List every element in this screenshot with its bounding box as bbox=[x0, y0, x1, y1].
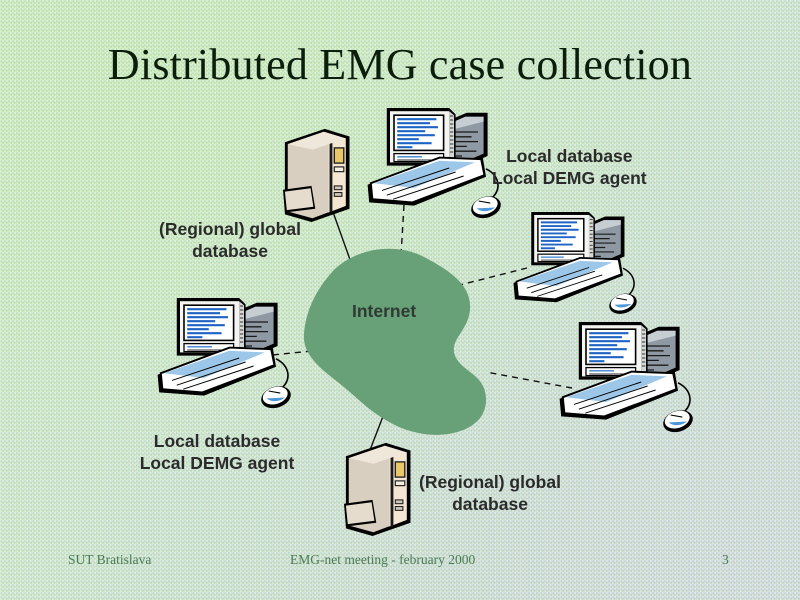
label-local-db-top-right: Local database Local DEMG agent bbox=[492, 145, 647, 189]
label-regional-global-left: (Regional) global database bbox=[140, 218, 320, 262]
slide-title: Distributed EMG case collection bbox=[107, 40, 693, 89]
label-line-1: (Regional) global bbox=[419, 472, 561, 492]
connector-workstation-bottom-right bbox=[485, 371, 573, 389]
node-workstation-top-right bbox=[366, 106, 505, 223]
node-workstation-bottom-right bbox=[558, 320, 697, 437]
node-server-tower-top bbox=[282, 128, 351, 223]
label-line-2: database bbox=[192, 241, 268, 261]
label-line-2: database bbox=[452, 494, 528, 514]
label-local-db-bottom-left: Local database Local DEMG agent bbox=[122, 430, 312, 474]
label-line-1: (Regional) global bbox=[159, 219, 301, 239]
footer-center-text: EMG-net meeting - february 2000 bbox=[290, 552, 476, 567]
internet-cloud-shape bbox=[303, 248, 486, 435]
node-workstation-left bbox=[156, 296, 295, 413]
label-line-2: Local DEMG agent bbox=[492, 168, 647, 188]
label-line-1: Local database bbox=[153, 431, 281, 451]
node-workstation-right bbox=[512, 211, 641, 319]
footer-page-number: 3 bbox=[722, 552, 729, 567]
label-regional-global-bottom: (Regional) global database bbox=[400, 471, 580, 515]
label-line-1: Local database bbox=[506, 146, 633, 166]
footer-left-text: SUT Bratislava bbox=[68, 552, 152, 567]
label-line-2: Local DEMG agent bbox=[139, 453, 295, 473]
internet-cloud-label: Internet bbox=[352, 301, 417, 321]
